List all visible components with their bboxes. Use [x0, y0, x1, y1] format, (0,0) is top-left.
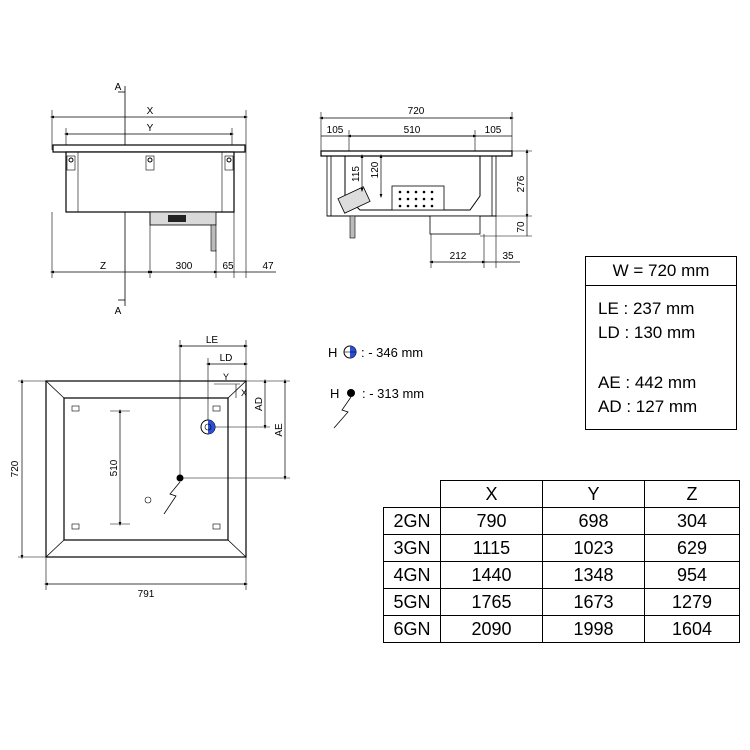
table-header-cell: Z: [644, 480, 740, 508]
size-table: X Y Z 2GN 790 698 304 3GN 1115 1023 629 …: [383, 480, 740, 643]
table-cell: 304: [644, 507, 740, 535]
plan-view: [18, 340, 290, 590]
spec-box: W = 720 mm LE : 237 mm LD : 130 mm AE : …: [585, 256, 737, 430]
electric-symbol-icon: [347, 389, 355, 397]
table-cell: 1115: [440, 534, 543, 562]
section-label-bottom: A: [115, 306, 122, 317]
table-header-cell: Y: [542, 480, 645, 508]
table-row: 5GN 1765 1673 1279: [383, 588, 740, 616]
side-dim-276: 276: [516, 175, 527, 192]
legend-text: H : - 346 mm H : - 313 mm: [328, 345, 424, 401]
side-drain: [349, 215, 356, 239]
plan-axis-y: Y: [223, 372, 229, 382]
table-cell: 698: [542, 507, 645, 535]
table-cell: 790: [440, 507, 543, 535]
table-cell: 1765: [440, 588, 543, 616]
table-cell: 3GN: [383, 534, 441, 562]
legend-symbols: [333, 345, 357, 429]
legend-hot-value: : - 346 mm: [361, 345, 423, 360]
table-cell: 4GN: [383, 561, 441, 589]
section-label-top: A: [115, 82, 122, 93]
drain-pipe: [210, 224, 217, 252]
plan-dim-ae: AE: [274, 423, 285, 437]
plan-dim-791: 791: [138, 589, 155, 600]
side-dim-212: 212: [450, 251, 467, 262]
spec-ad: AD : 127 mm: [598, 397, 698, 416]
side-dim-115: 115: [351, 166, 362, 182]
table-row: 3GN 1115 1023 629: [383, 534, 740, 562]
table-header-cell: X: [440, 480, 543, 508]
side-dim-35: 35: [502, 251, 514, 262]
side-dim-105-left: 105: [327, 125, 344, 136]
plan-dim-510: 510: [109, 459, 120, 476]
electric-marker-icon: [176, 474, 184, 482]
spec-ae: AE : 442 mm: [598, 373, 697, 392]
side-dim-120: 120: [370, 161, 381, 178]
dim-47-label: 47: [262, 261, 274, 272]
side-view-labels: 720 105 510 105 115 120 276 70 212 35: [327, 106, 527, 262]
dim-300-label: 300: [176, 261, 193, 272]
spec-ld: LD : 130 mm: [598, 323, 696, 342]
side-worktop: [320, 150, 513, 157]
spec-width: W = 720 mm: [586, 257, 736, 286]
table-cell: 6GN: [383, 615, 441, 643]
table-cell: 1673: [542, 588, 645, 616]
dim-z-label: Z: [100, 261, 106, 272]
side-dim-105-right: 105: [485, 125, 502, 136]
dim-65-label: 65: [222, 261, 234, 272]
dim-y-label: Y: [147, 123, 154, 134]
spec-le: LE : 237 mm: [598, 299, 695, 318]
table-cell: 2GN: [383, 507, 441, 535]
table-cell: 629: [644, 534, 740, 562]
plan-outer-frame: [45, 380, 247, 558]
table-cell: 954: [644, 561, 740, 589]
table-header-cell: [383, 480, 441, 508]
table-row: 2GN 790 698 304: [383, 507, 740, 535]
legend-elec-value: : - 313 mm: [362, 386, 424, 401]
front-view-labels: A A X Y Z 300 65 47: [100, 82, 274, 317]
table-cell: 1998: [542, 615, 645, 643]
side-view: [318, 112, 532, 268]
side-dim-510: 510: [404, 125, 421, 136]
plan-inner-frame: [63, 397, 229, 541]
plan-axis-x: X: [241, 388, 247, 398]
table-header-row: X Y Z: [383, 480, 740, 508]
legend-hot-prefix: H: [328, 345, 337, 360]
table-cell: 2090: [440, 615, 543, 643]
front-view: [49, 86, 276, 306]
dim-x-label: X: [147, 106, 154, 117]
table-cell: 1023: [542, 534, 645, 562]
side-dim-70: 70: [516, 221, 527, 233]
table-row: 6GN 2090 1998 1604: [383, 615, 740, 643]
table-cell: 5GN: [383, 588, 441, 616]
table-cell: 1440: [440, 561, 543, 589]
legend-elec-prefix: H: [330, 386, 339, 401]
plan-dim-720: 720: [10, 460, 21, 477]
table-cell: 1348: [542, 561, 645, 589]
table-row: 4GN 1440 1348 954: [383, 561, 740, 589]
plan-dim-le: LE: [206, 335, 219, 346]
table-cell: 1604: [644, 615, 740, 643]
plan-dim-ad: AD: [254, 397, 265, 411]
worktop: [52, 144, 246, 153]
plan-view-labels: LE LD Y X AD AE 720 510 791: [10, 335, 285, 600]
table-cell: 1279: [644, 588, 740, 616]
side-dim-720: 720: [408, 106, 425, 117]
plan-dim-ld: LD: [220, 353, 233, 364]
